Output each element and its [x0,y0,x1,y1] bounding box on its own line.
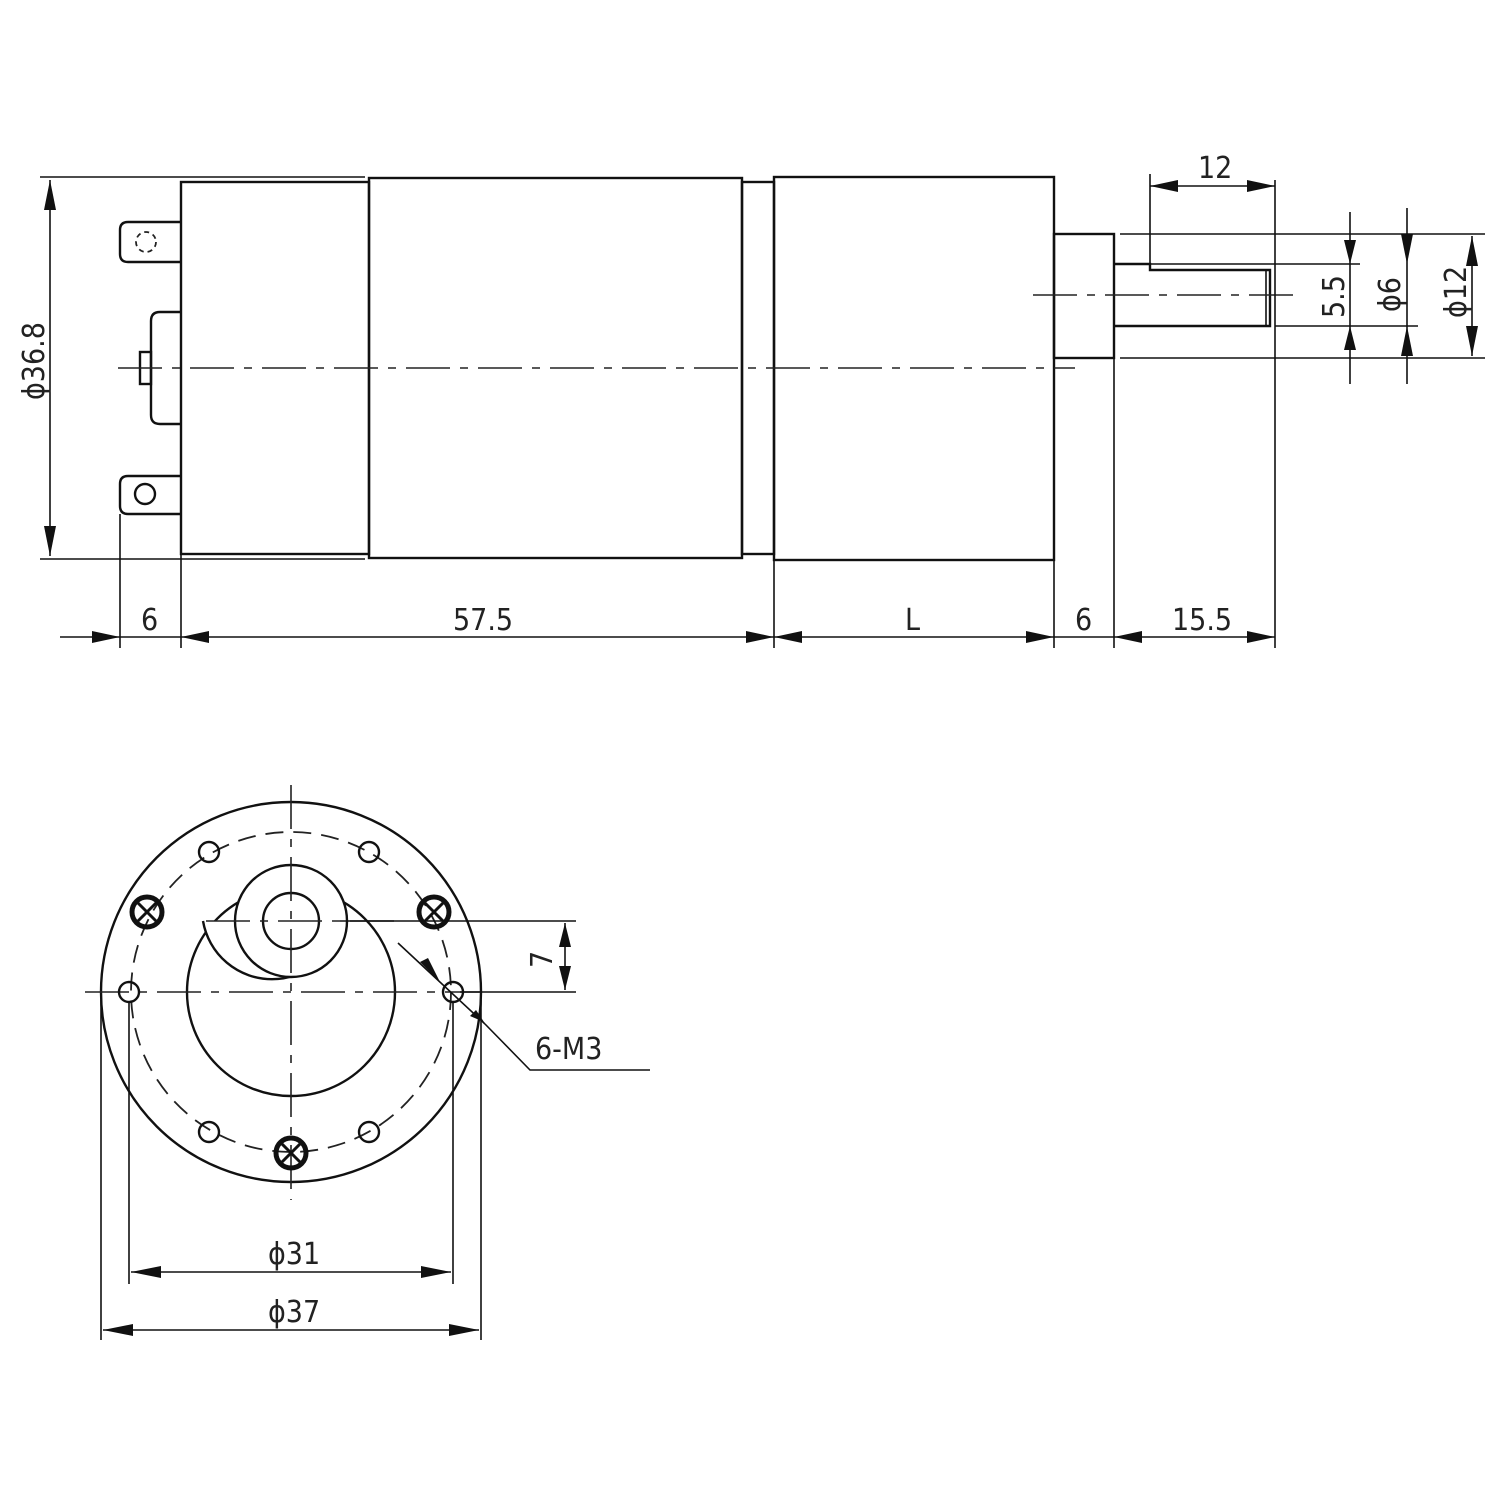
dim-terminal-length: 6 [141,603,158,638]
terminal-top [118,220,181,264]
dim-bolt-circle: ϕ31 [268,1237,320,1272]
m3-hole [357,1120,381,1144]
dim-shaft-length: 15.5 [1172,603,1232,638]
dim-mount-holes: 6-M3 [535,1032,602,1067]
m3-hole [197,1120,221,1144]
dim-flat-length: 12 [1198,151,1232,186]
m3-hole [357,840,381,864]
shaft-boss [1052,232,1116,360]
dim-boss-diameter: ϕ12 [1439,266,1474,318]
dim-flat-depth: 5.5 [1317,275,1352,318]
terminal-hole-top [135,231,157,253]
dim-body-diameter: ϕ36.8 [17,322,52,400]
dim-boss-length: 6 [1075,603,1092,638]
dim-motor-length: 57.5 [453,603,513,638]
front-view: 7 6-M3 ϕ31 ϕ37 [85,785,650,1340]
side-view: ϕ36.8 6 57.5 L 6 15.5 12 [17,151,1485,648]
screw-icon [129,894,165,930]
dim-shaft-diameter: ϕ6 [1373,277,1408,312]
terminal-hole-bottom [133,482,157,506]
dim-outer-diameter: ϕ37 [268,1295,320,1330]
dim-gearbox-length: L [905,603,920,638]
m3-hole [197,840,221,864]
dim-shaft-offset: 7 [525,951,560,968]
terminal-bottom [118,474,181,516]
screw-icon [273,1135,309,1171]
screw-icon [416,894,452,930]
